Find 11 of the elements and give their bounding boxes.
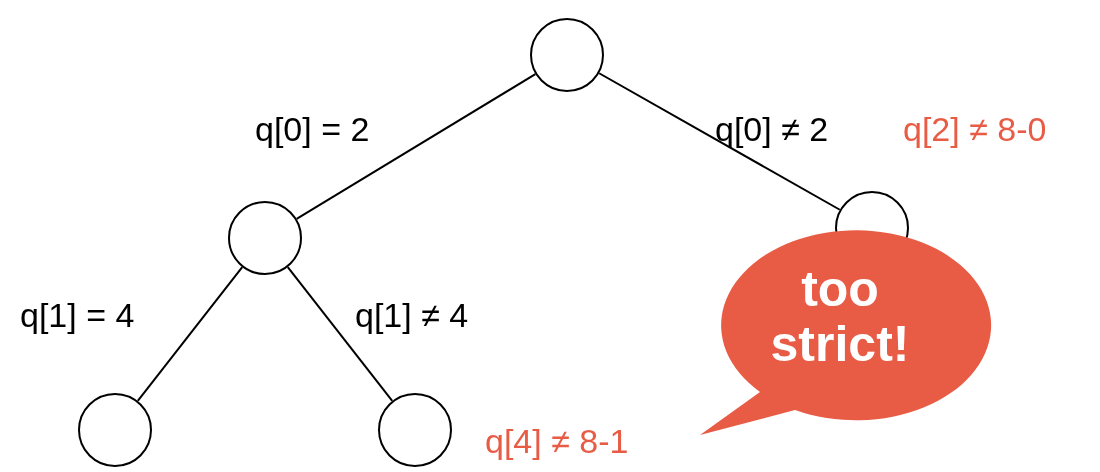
tree-branch-line xyxy=(598,72,841,211)
edge-label: q[1] = 4 xyxy=(20,298,135,332)
tree-branch-line xyxy=(286,266,394,402)
constraint-note: q[2] ≠ 8-0 xyxy=(903,112,1047,146)
edge-label: q[1] ≠ 4 xyxy=(355,298,469,332)
constraint-note: q[4] ≠ 8-1 xyxy=(485,424,629,458)
bubble-text: too strict! xyxy=(769,262,911,372)
tree-branch-line xyxy=(295,73,537,220)
edge-label: q[0] ≠ 2 xyxy=(715,112,829,146)
tree-branch-line xyxy=(136,266,244,402)
edge-label: q[0] = 2 xyxy=(255,112,370,146)
